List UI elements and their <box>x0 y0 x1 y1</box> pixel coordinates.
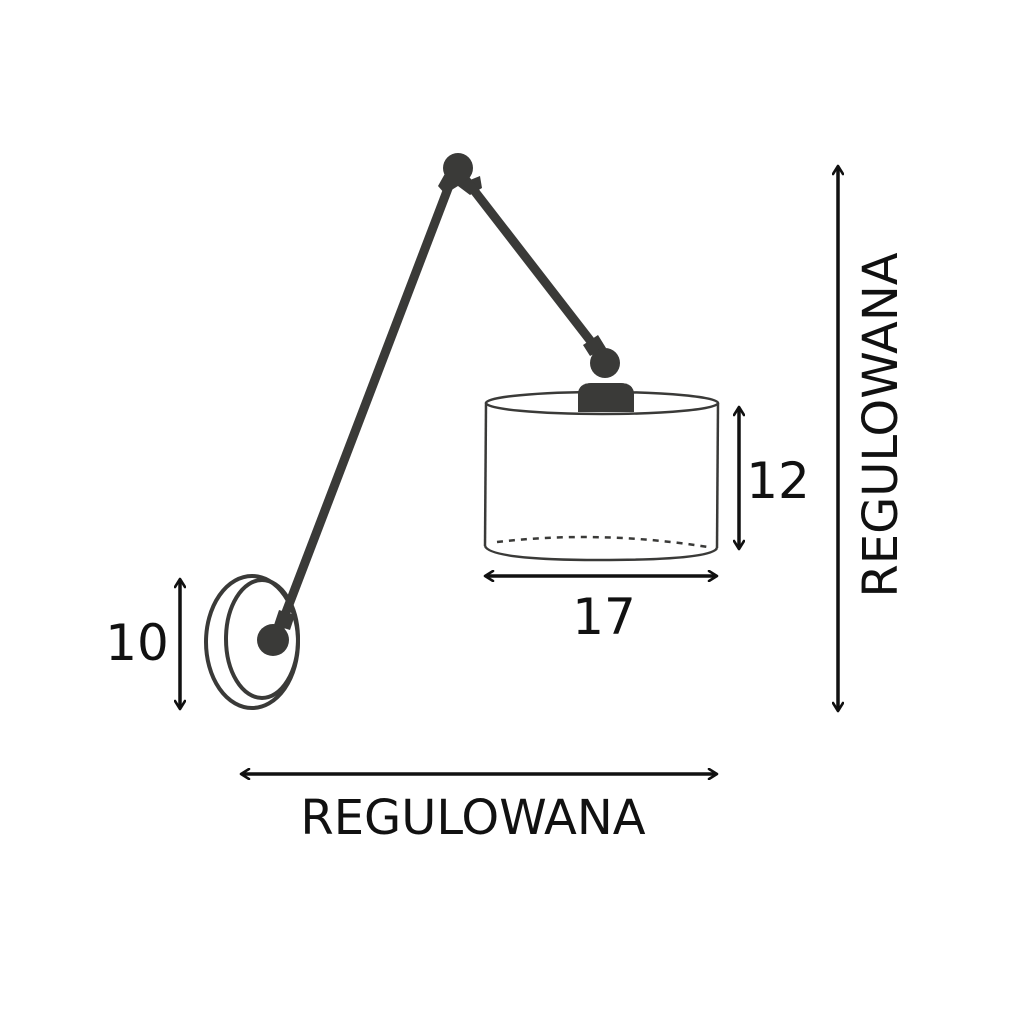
dimension-base-height: 10 <box>105 580 180 708</box>
wall-mount-pivot <box>257 624 289 656</box>
drum-shade-hidden-edge <box>496 535 709 549</box>
dimension-total-height: REGULOWANA <box>838 167 909 710</box>
lower-arm <box>274 176 457 630</box>
dimension-shade-width: 17 <box>486 576 716 646</box>
shade-width-label: 17 <box>572 588 636 646</box>
dimension-total-reach: REGULOWANA <box>242 774 716 846</box>
shade-height-label: 12 <box>746 452 810 510</box>
dimension-shade-height: 12 <box>739 408 810 548</box>
drum-shade-bottom-rim <box>483 545 719 562</box>
drum-shade <box>483 383 720 562</box>
total-height-label: REGULOWANA <box>853 252 909 597</box>
total-reach-label: REGULOWANA <box>300 790 645 846</box>
base-height-label: 10 <box>105 614 169 672</box>
wall-mount-front-plate <box>224 578 300 700</box>
upper-arm <box>462 177 606 356</box>
wall-mount <box>204 574 300 710</box>
